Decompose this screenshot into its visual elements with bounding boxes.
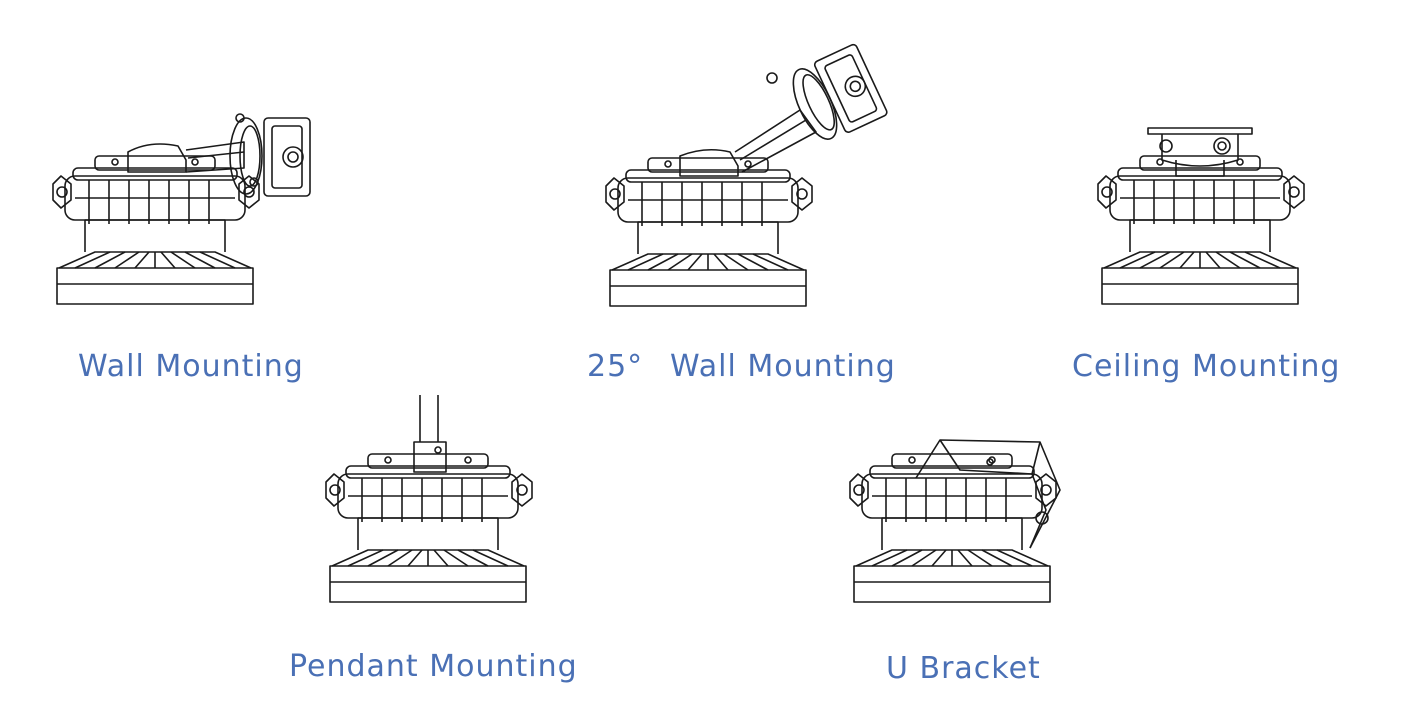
wall-mounting-figure [52, 114, 310, 305]
ceiling-mounting-label: Ceiling Mounting [1072, 349, 1341, 384]
ceiling-mounting-figure [1097, 128, 1305, 305]
pendant-mounting-label: Pendant Mounting [289, 649, 578, 684]
angle-25-label: 25° [587, 349, 644, 384]
u-bracket-figure [849, 440, 1060, 603]
u-bracket-label: U Bracket [886, 651, 1041, 686]
pendant-mounting-figure [325, 395, 533, 603]
wall-mounting-label: Wall Mounting [78, 349, 304, 384]
wall-mounting-25-label: Wall Mounting [670, 349, 896, 384]
wall-mounting-25-figure [605, 43, 888, 307]
